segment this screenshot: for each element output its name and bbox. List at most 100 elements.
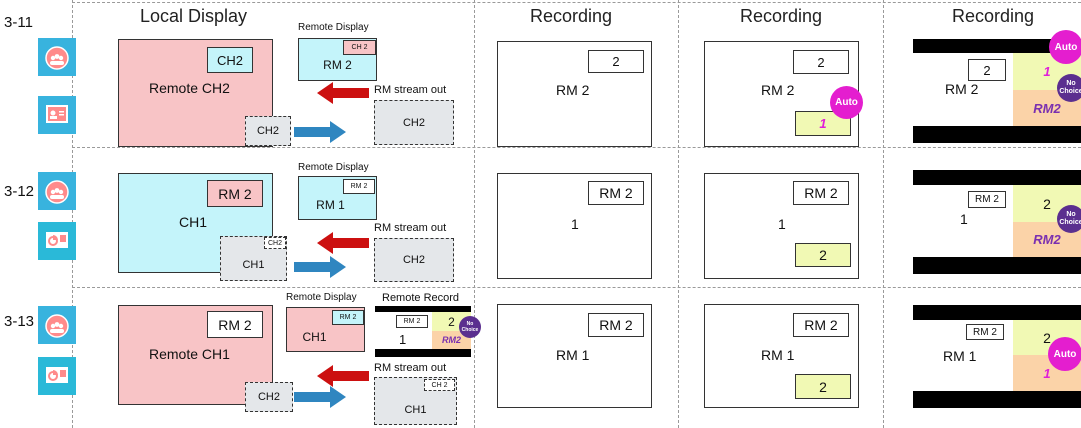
remote-display-title: Remote Display <box>298 22 369 33</box>
row-divider <box>72 147 1081 148</box>
auto-bubble-label: Auto <box>835 97 858 108</box>
auto-bubble-label: Auto <box>1053 348 1077 360</box>
header-recording-3: Recording <box>952 6 1035 26</box>
rec1-inset-label: RM 2 <box>599 317 633 333</box>
rec3-main: RM 2 <box>945 81 979 97</box>
rec2-inset-bottom: 2 <box>795 243 851 267</box>
remote-record-bottom-right-label: RM2 <box>441 335 461 345</box>
rec2-main: RM 2 <box>761 82 795 98</box>
rec3-bottom-bar <box>913 391 1081 408</box>
rec3-bottom-right: RM2 <box>1013 90 1081 126</box>
stream-out-main: CH2 <box>402 116 425 129</box>
cloud-users-icon[interactable] <box>38 38 76 76</box>
rec2-inset-bottom: 2 <box>795 374 851 399</box>
rec3-top-bar <box>913 39 1081 53</box>
rec3-bottom-right-label: RM2 <box>1033 232 1061 247</box>
local-display-inset-label: CH2 <box>216 52 243 68</box>
stream-out-box: CH2 <box>374 100 454 145</box>
rec3-inset-white-label: RM 2 <box>973 326 997 338</box>
remote-display-inset-label: RM 2 <box>339 314 357 321</box>
rec3-inset-white: 2 <box>968 59 1006 81</box>
local-stream-inset-label: CH2 <box>267 239 282 247</box>
remote-display-inset-label: RM 2 <box>350 183 368 190</box>
rec3-main: RM 1 <box>943 348 977 364</box>
remote-record-top-right-label: 2 <box>448 314 455 329</box>
remote-record-main: 1 <box>399 332 407 347</box>
remote-display-inset: RM 2 <box>332 310 364 325</box>
no-choice-bubble: No Choice <box>1057 205 1081 233</box>
rec2-inset-top-label: RM 2 <box>804 185 838 201</box>
no-choice-bubble: No Choice <box>459 316 481 338</box>
remote-display-main-label: RM 1 <box>316 198 345 212</box>
remote-display-main: RM 2 <box>298 38 377 81</box>
rec3-inset-white-label: 2 <box>983 62 991 78</box>
rec3-bottom-bar <box>913 257 1081 274</box>
rec1-main: RM 1 <box>556 347 590 363</box>
local-display-inset: RM 2 <box>207 180 263 207</box>
remote-record-bottom-right: RM2 <box>432 331 471 349</box>
local-stream-label: CH2 <box>256 125 279 137</box>
rec2-inset-top: RM 2 <box>793 181 849 205</box>
rec3-main: 1 <box>960 211 968 227</box>
rec1-inset: 2 <box>588 50 644 73</box>
row-label: 3-11 <box>4 14 33 31</box>
rec1-inset: RM 2 <box>588 181 644 205</box>
local-display-main-label: Remote CH1 <box>149 346 230 362</box>
rec1-main: RM 2 <box>556 82 590 98</box>
local-stream-box: CH2 <box>245 382 293 412</box>
row-label: 3-13 <box>4 313 35 330</box>
rec3-top-bar <box>913 305 1081 320</box>
rec2-inset-top: RM 2 <box>793 313 849 337</box>
rec3-top-right-label: 1 <box>1043 64 1051 79</box>
rec3-bottom-right-label: 1 <box>1043 365 1051 381</box>
blue-arrow-right <box>294 386 346 408</box>
remote-record-top-bar <box>375 306 471 312</box>
no-choice-bubble-label: No Choice <box>1059 80 1081 95</box>
presentation-card-icon[interactable] <box>38 222 76 260</box>
remote-record-inset-white-label: RM 2 <box>403 318 421 325</box>
user-profile-card-icon[interactable] <box>38 96 76 134</box>
remote-display-inset-label: CH 2 <box>351 44 368 51</box>
remote-record-title: Remote Record <box>382 292 460 304</box>
local-display-inset: RM 2 <box>207 311 263 338</box>
rec2-inset-bottom-label: 2 <box>819 247 827 263</box>
rec3-inset-white: RM 2 <box>968 191 1006 208</box>
remote-display-title: Remote Display <box>286 292 357 303</box>
auto-bubble-label: Auto <box>1054 41 1078 53</box>
blue-arrow-right <box>294 121 346 143</box>
rec2-main: 1 <box>778 216 786 232</box>
rec2-inset-top: 2 <box>793 50 849 74</box>
local-display-inset: CH2 <box>207 47 253 73</box>
no-choice-bubble: No Choice <box>1057 74 1081 102</box>
header-recording-2: Recording <box>740 6 823 26</box>
rec3-bottom-bar <box>913 126 1081 143</box>
remote-display-inset: RM 2 <box>343 179 375 194</box>
presentation-card-icon[interactable] <box>38 357 76 395</box>
cloud-users-icon[interactable] <box>38 172 76 210</box>
rec2-inset-bottom-label: 1 <box>819 116 827 131</box>
rec1-main: 1 <box>571 216 579 232</box>
stream-out-box: CH2 <box>374 238 454 282</box>
red-arrow-left <box>317 232 369 254</box>
stream-out-main: CH2 <box>402 254 425 266</box>
column-divider <box>678 0 679 428</box>
auto-bubble: Auto <box>830 86 863 119</box>
row-divider <box>72 287 1081 288</box>
red-arrow-left <box>317 365 369 387</box>
stream-out-label: RM stream out <box>374 84 447 96</box>
remote-display-inset: CH 2 <box>343 40 376 55</box>
rec1-inset: RM 2 <box>588 313 644 337</box>
cloud-users-icon[interactable] <box>38 306 76 344</box>
rec3-inset-white: RM 2 <box>966 324 1004 340</box>
rec2-inset-bottom-label: 2 <box>819 378 827 395</box>
remote-display-title: Remote Display <box>298 162 369 173</box>
auto-bubble: Auto <box>1049 30 1081 64</box>
stream-out-main: CH1 <box>404 404 427 416</box>
row-divider <box>72 2 1081 3</box>
local-display-main-label: CH1 <box>179 214 208 230</box>
local-display-inset-label: RM 2 <box>218 316 252 333</box>
remote-display-main-label: RM 2 <box>323 57 352 72</box>
rec2-main: RM 1 <box>761 347 795 363</box>
rec1-inset-label: RM 2 <box>599 185 633 201</box>
local-stream-box: CH2 <box>245 116 291 146</box>
